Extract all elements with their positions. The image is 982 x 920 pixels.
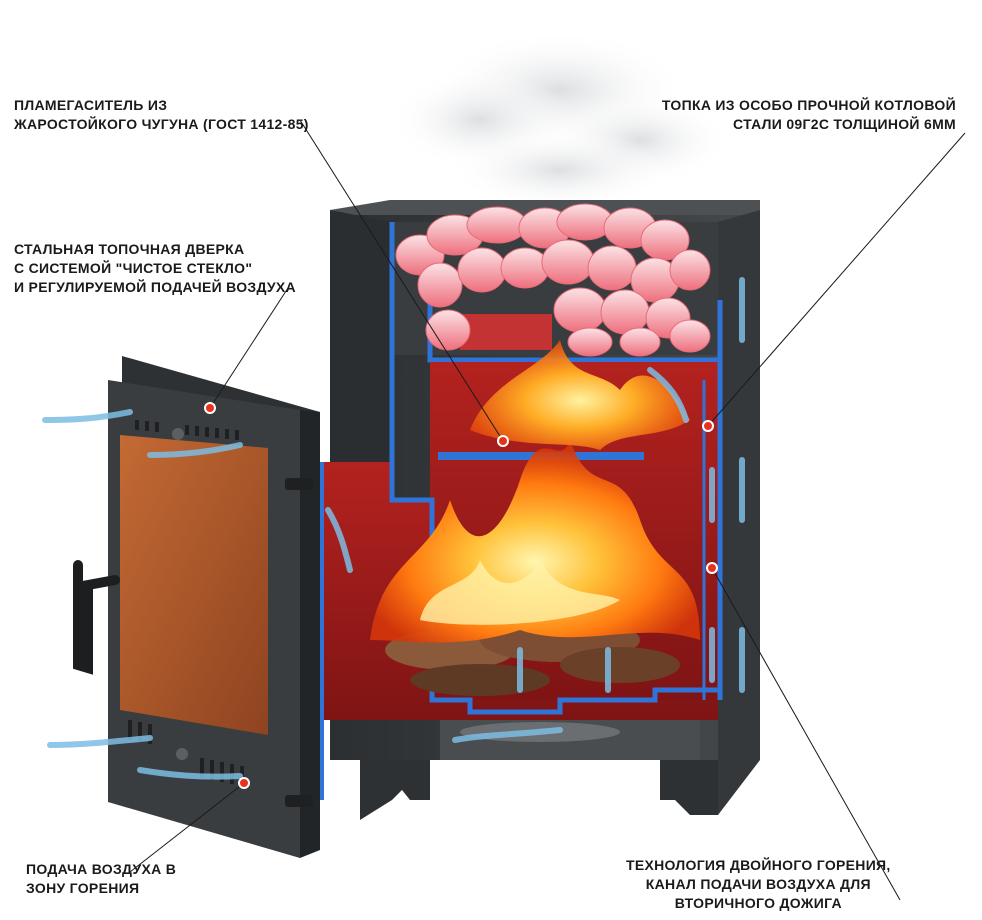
callout-leaders [129,119,966,901]
marker-firebox [702,420,714,432]
marker-air-supply [238,777,250,789]
callout-firebox: ТОПКА ИЗ ОСОБО ПРОЧНОЙ КОТЛОВОЙ СТАЛИ 09… [662,96,956,134]
red-dot-marker [204,402,718,789]
flame-icon [370,340,700,643]
leader-air-supply [129,782,245,873]
callout-air-supply-line2: ЗОНУ ГОРЕНИЯ [26,880,140,896]
air-arrow-icon [42,277,745,780]
leader-firebox [707,132,966,427]
callout-door: СТАЛЬНАЯ ТОПОЧНАЯ ДВЕРКА С СИСТЕМОЙ "ЧИС… [14,240,296,297]
callout-double-combustion-line3: ВТОРИЧНОГО ДОЖИГА [674,895,842,911]
callout-flame-damper: ПЛАМЕГАСИТЕЛЬ ИЗ ЖАРОСТОЙКОГО ЧУГУНА (ГО… [14,96,309,134]
right-leg [660,760,718,815]
marker-door [204,402,216,414]
callout-firebox-line2: СТАЛИ 09Г2С ТОЛЩИНОЙ 6мм [733,116,956,132]
upper-regulator-knob [172,428,184,440]
callout-flame-damper-line2: ЖАРОСТОЙКОГО ЧУГУНА (ГОСТ 1412-85) [14,116,309,132]
callout-double-combustion: ТЕХНОЛОГИЯ ДВОЙНОГО ГОРЕНИЯ, КАНАЛ ПОДАЧ… [626,856,891,913]
callout-air-supply: ПОДАЧА ВОЗДУХА В ЗОНУ ГОРЕНИЯ [26,860,176,898]
callout-flame-damper-line1: ПЛАМЕГАСИТЕЛЬ ИЗ [14,97,168,113]
marker-flame-damper [497,435,509,447]
leader-double-combustion [711,567,901,901]
callout-double-combustion-line2: КАНАЛ ПОДАЧИ ВОЗДУХА ДЛЯ [645,876,871,892]
lower-regulator-knob [176,748,188,760]
callout-door-line1: СТАЛЬНАЯ ТОПОЧНАЯ ДВЕРКА [14,241,245,257]
leader-flame-damper [299,119,504,442]
marker-double-combustion [706,562,718,574]
upper-hinge [285,478,313,490]
sauna-stones [395,203,711,357]
left-leg [360,760,430,820]
leader-door [209,287,289,409]
callout-double-combustion-line1: ТЕХНОЛОГИЯ ДВОЙНОГО ГОРЕНИЯ, [626,857,891,873]
steam-cloud [390,30,730,210]
flue-pipe [460,314,552,350]
lower-hinge [285,795,313,807]
callout-door-line3: И РЕГУЛИРУЕМОЙ ПОДАЧЕЙ ВОЗДУХА [14,279,296,295]
door-glass [120,435,268,735]
callout-door-line2: С СИСТЕМОЙ "ЧИСТОЕ СТЕКЛО" [14,260,253,276]
callout-firebox-line1: ТОПКА ИЗ ОСОБО ПРОЧНОЙ КОТЛОВОЙ [661,97,956,113]
door-handle [73,560,120,675]
fire-door [73,356,320,858]
callout-air-supply-line1: ПОДАЧА ВОЗДУХА В [26,861,177,877]
